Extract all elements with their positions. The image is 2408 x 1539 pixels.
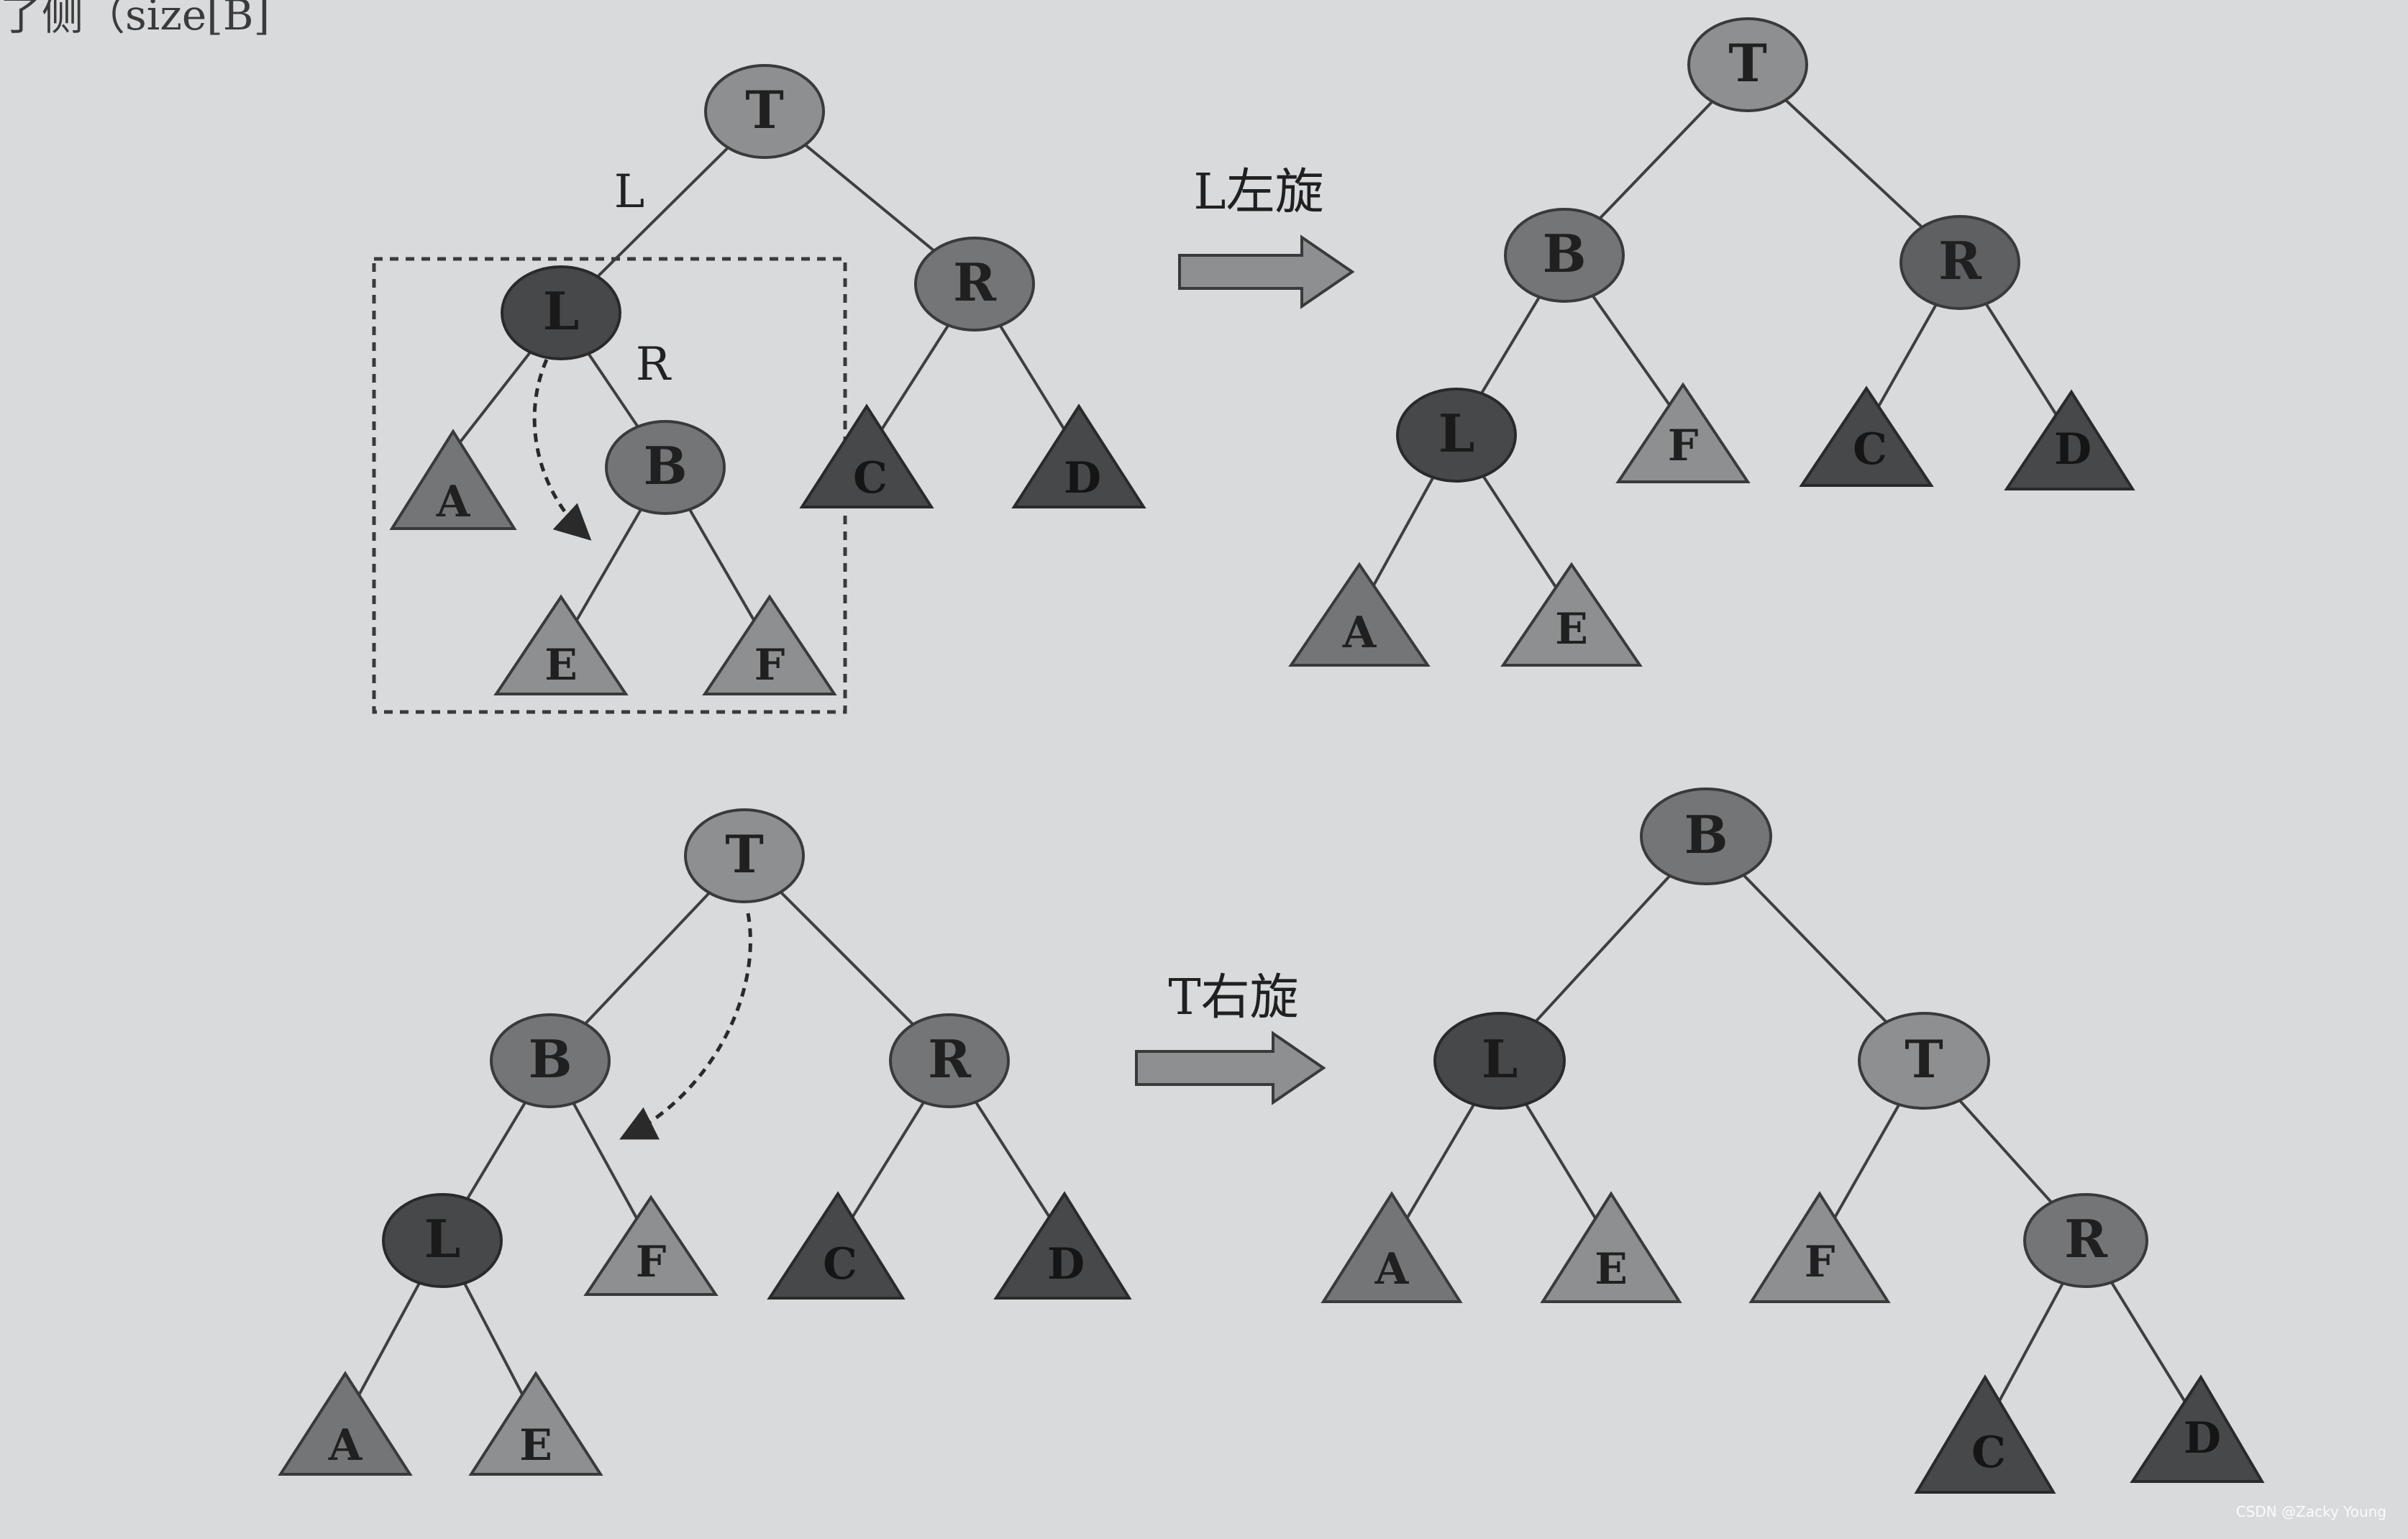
node-l: L bbox=[382, 1193, 503, 1288]
node-l-label: L bbox=[543, 280, 580, 342]
diagram-before-left-rotate: L R T L R B A bbox=[372, 64, 1146, 714]
node-r-label: R bbox=[928, 1028, 972, 1090]
node-t: T bbox=[704, 64, 825, 159]
left-rotate-arrow-shape bbox=[1178, 234, 1355, 309]
subtree-c-label: C bbox=[853, 453, 888, 503]
subtree-e-label: E bbox=[519, 1420, 552, 1471]
node-t: T bbox=[684, 808, 805, 903]
subtree-c-label: C bbox=[1853, 424, 1887, 475]
subtree-e-label: E bbox=[1555, 604, 1588, 654]
subtree-d: D bbox=[993, 1191, 1132, 1300]
node-b: B bbox=[1504, 208, 1625, 303]
node-b-label: B bbox=[644, 435, 688, 496]
subtree-d: D bbox=[2130, 1374, 2265, 1483]
subtree-a: A bbox=[1321, 1191, 1463, 1303]
node-b-label: B bbox=[1684, 804, 1728, 865]
subtree-f-label: F bbox=[754, 640, 785, 690]
subtree-f-label: F bbox=[636, 1237, 667, 1287]
subtree-a-label: A bbox=[1342, 608, 1377, 658]
subtree-d-label: D bbox=[2184, 1413, 2221, 1463]
node-r-label: R bbox=[2064, 1208, 2108, 1269]
right-rotate-arrow-shape bbox=[1135, 1031, 1326, 1105]
subtree-a-label: A bbox=[1374, 1244, 1410, 1294]
node-l: L bbox=[1433, 1012, 1566, 1110]
node-r: R bbox=[889, 1013, 1010, 1108]
subtree-e-label: E bbox=[1595, 1244, 1628, 1294]
node-r: R bbox=[2023, 1193, 2148, 1288]
dashed-rotation-arrow bbox=[532, 358, 592, 541]
subtree-c: C bbox=[1914, 1374, 2056, 1494]
subtree-f-label: F bbox=[1805, 1237, 1835, 1287]
subtree-a: A bbox=[389, 429, 517, 530]
node-t-label: T bbox=[725, 823, 764, 885]
node-l-label: L bbox=[1438, 403, 1475, 464]
node-l: L bbox=[501, 265, 621, 360]
subtree-d-label: D bbox=[2054, 424, 2092, 475]
right-rotate-label: T右旋 bbox=[1168, 969, 1298, 1026]
watermark: CSDN @Zacky Young bbox=[2235, 1503, 2386, 1520]
subtree-d: D bbox=[2004, 389, 2135, 490]
node-l: L bbox=[1396, 388, 1517, 483]
node-b-label: B bbox=[529, 1028, 573, 1090]
tree-edges bbox=[344, 854, 1066, 1421]
subtree-f: F bbox=[583, 1195, 719, 1296]
subtree-c: C bbox=[799, 403, 934, 508]
node-r: R bbox=[1900, 215, 2020, 310]
node-b-label: B bbox=[1543, 223, 1587, 284]
dashed-rotation-arrow bbox=[619, 913, 752, 1140]
node-r: R bbox=[914, 237, 1035, 332]
subtree-f-label: F bbox=[1668, 421, 1699, 471]
diagram-after-left-rotate: T B R L F C D bbox=[1288, 17, 2135, 667]
tree-edges bbox=[1358, 63, 2073, 613]
subtree-e: E bbox=[468, 1371, 603, 1476]
subtree-c-label: C bbox=[1971, 1428, 2006, 1478]
node-r-label: R bbox=[1938, 230, 1982, 291]
left-rotate-label: L左旋 bbox=[1193, 164, 1323, 221]
diagram-after-right-rotate: B L T A E F R bbox=[1321, 787, 2265, 1494]
diagram-before-right-rotate: T B R L F C D bbox=[278, 808, 1132, 1476]
node-t-label: T bbox=[1728, 32, 1767, 93]
subtree-c: C bbox=[767, 1191, 906, 1300]
subtree-e-label: E bbox=[544, 640, 578, 690]
subtree-a: A bbox=[278, 1371, 413, 1476]
node-t-label: T bbox=[1905, 1028, 1943, 1090]
subtree-a-label: A bbox=[436, 477, 471, 527]
node-t: T bbox=[1858, 1012, 1990, 1110]
subtree-c-label: C bbox=[823, 1239, 857, 1289]
subtree-e: E bbox=[1500, 562, 1643, 667]
node-b: B bbox=[490, 1013, 611, 1108]
node-b: B bbox=[1640, 787, 1772, 885]
edge-label-l: L bbox=[614, 165, 645, 219]
subtree-a-label: A bbox=[328, 1420, 363, 1471]
node-l-label: L bbox=[424, 1208, 461, 1269]
top-text-fragment: 了侧（size[B] bbox=[0, 0, 270, 40]
tree-edges bbox=[1390, 835, 2202, 1429]
subtree-c: C bbox=[1799, 385, 1934, 487]
node-t: T bbox=[1687, 17, 1808, 112]
subtree-e: E bbox=[493, 594, 629, 695]
left-rotate-arrow: L左旋 bbox=[1178, 164, 1355, 309]
subtree-f: F bbox=[702, 594, 837, 695]
node-r-label: R bbox=[953, 252, 997, 313]
subtree-f: F bbox=[1615, 382, 1751, 483]
subtree-d-label: D bbox=[1047, 1239, 1085, 1289]
node-b: B bbox=[605, 420, 726, 515]
node-l-label: L bbox=[1482, 1028, 1518, 1090]
right-rotate-arrow: T右旋 bbox=[1135, 969, 1326, 1105]
subtree-a: A bbox=[1288, 562, 1431, 667]
subtree-d-label: D bbox=[1064, 453, 1101, 503]
subtree-d: D bbox=[1011, 403, 1146, 508]
subtree-f: F bbox=[1748, 1191, 1891, 1303]
subtree-e: E bbox=[1540, 1191, 1682, 1303]
node-t-label: T bbox=[745, 79, 784, 140]
edge-label-r: R bbox=[636, 338, 672, 391]
